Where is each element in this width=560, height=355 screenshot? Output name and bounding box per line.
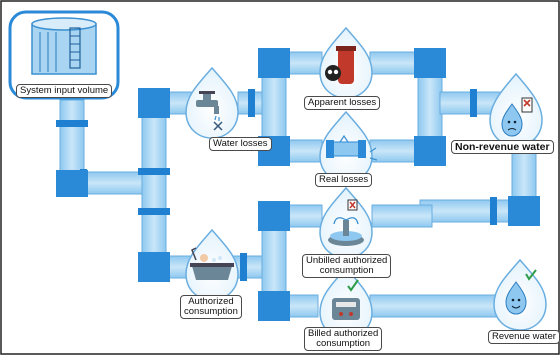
happy-drop-icon — [505, 269, 537, 315]
non-revenue-water-label: Non-revenue water — [451, 140, 554, 154]
leaking-pipe-icon — [326, 134, 378, 161]
unbilled-line-2: consumption — [319, 265, 374, 276]
authorized-line-1: Authorized — [188, 296, 234, 307]
apparent-losses-label: Apparent losses — [304, 96, 381, 110]
water-tank-icon — [8, 10, 120, 100]
real-losses-label: Real losses — [315, 173, 373, 187]
revenue-water-label: Revenue water — [488, 330, 560, 344]
bathtub-icon — [190, 247, 234, 280]
pipe-joints — [56, 48, 540, 321]
authorized-consumption-label: Authorized consumption — [180, 295, 242, 319]
authorized-line-2: consumption — [184, 306, 238, 317]
faucet-icon — [196, 91, 223, 131]
fountain-icon — [328, 199, 364, 246]
billed-line-2: consumption — [316, 338, 371, 349]
water-meter-icon — [332, 279, 360, 320]
billed-authorized-consumption-label: Billed authorized consumption — [304, 327, 383, 351]
pipe-network — [59, 51, 537, 318]
sad-drop-icon — [501, 97, 533, 137]
unbilled-line-1: Unbilled authorized — [306, 255, 388, 266]
water-losses-label: Water losses — [209, 137, 272, 151]
meter-thief-icon — [325, 46, 356, 84]
billed-line-1: Billed authorized — [308, 328, 379, 339]
system-input-volume-label: System input volume — [16, 84, 113, 98]
unbilled-authorized-consumption-label: Unbilled authorized consumption — [302, 254, 392, 278]
